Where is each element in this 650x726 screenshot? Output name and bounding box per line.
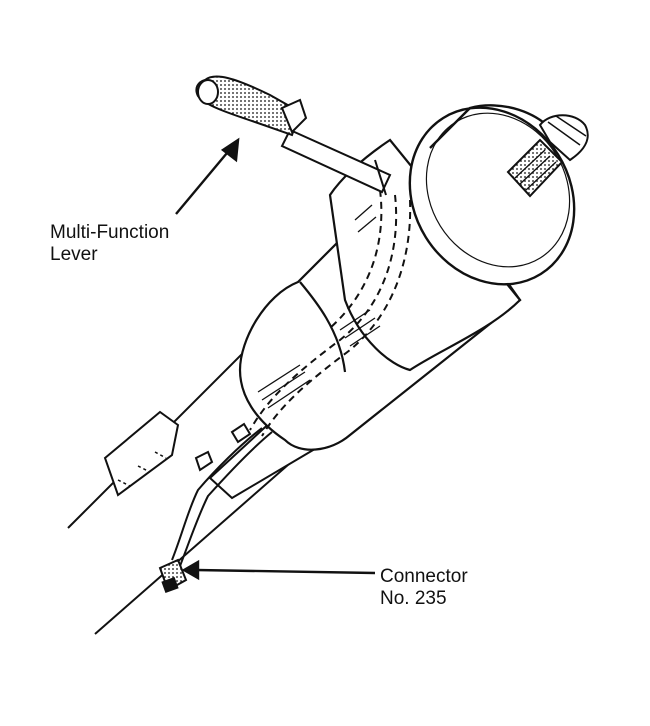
lever-label-line1: Multi-Function [50,222,170,243]
splined-shaft-end [506,114,589,198]
connector-label: Connector No. 235 [380,566,468,610]
multi-function-lever [195,75,392,196]
column-bracket [103,410,180,497]
connector-leader-arrow [181,559,376,581]
lever-leader-arrow [175,137,240,215]
connector-label-line1: Connector [380,566,468,587]
connector-235 [158,558,188,594]
lever-label-line2: Lever [50,244,98,265]
multi-function-lever-label: Multi-Function Lever [50,222,169,266]
wiring-harness [171,422,273,567]
connector-label-line2: No. 235 [380,588,447,609]
